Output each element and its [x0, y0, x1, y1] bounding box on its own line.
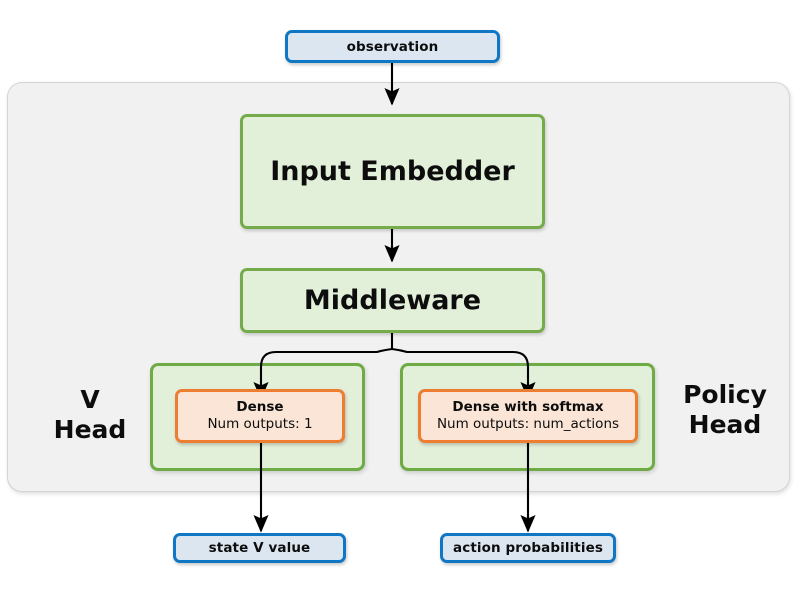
input-embedder-node[interactable]: Input Embedder [240, 114, 545, 229]
dense-layer-subtitle: Num outputs: 1 [207, 416, 313, 432]
dense-layer-node[interactable]: Dense Num outputs: 1 [175, 389, 345, 443]
middleware-label: Middleware [303, 285, 482, 316]
dense-softmax-layer-title: Dense with softmax [452, 399, 604, 416]
middleware-node[interactable]: Middleware [240, 268, 545, 333]
v-head-label: V Head [35, 385, 145, 444]
state-v-value-node[interactable]: state V value [173, 533, 346, 563]
observation-label: observation [346, 38, 439, 55]
action-probabilities-node[interactable]: action probabilities [440, 533, 616, 563]
policy-head-label-line2: Head [688, 409, 762, 439]
state-v-value-label: state V value [208, 540, 311, 556]
observation-node[interactable]: observation [285, 30, 500, 63]
input-embedder-label: Input Embedder [270, 156, 515, 187]
dense-layer-title: Dense [236, 399, 284, 416]
v-head-label-line1: V [80, 385, 100, 414]
action-probabilities-label: action probabilities [453, 540, 603, 556]
policy-head-label: Policy Head [660, 380, 790, 439]
dense-softmax-layer-node[interactable]: Dense with softmax Num outputs: num_acti… [418, 389, 638, 443]
dense-softmax-layer-subtitle: Num outputs: num_actions [436, 416, 620, 432]
v-head-label-line2: Head [53, 414, 127, 444]
policy-head-label-line1: Policy [683, 380, 767, 409]
